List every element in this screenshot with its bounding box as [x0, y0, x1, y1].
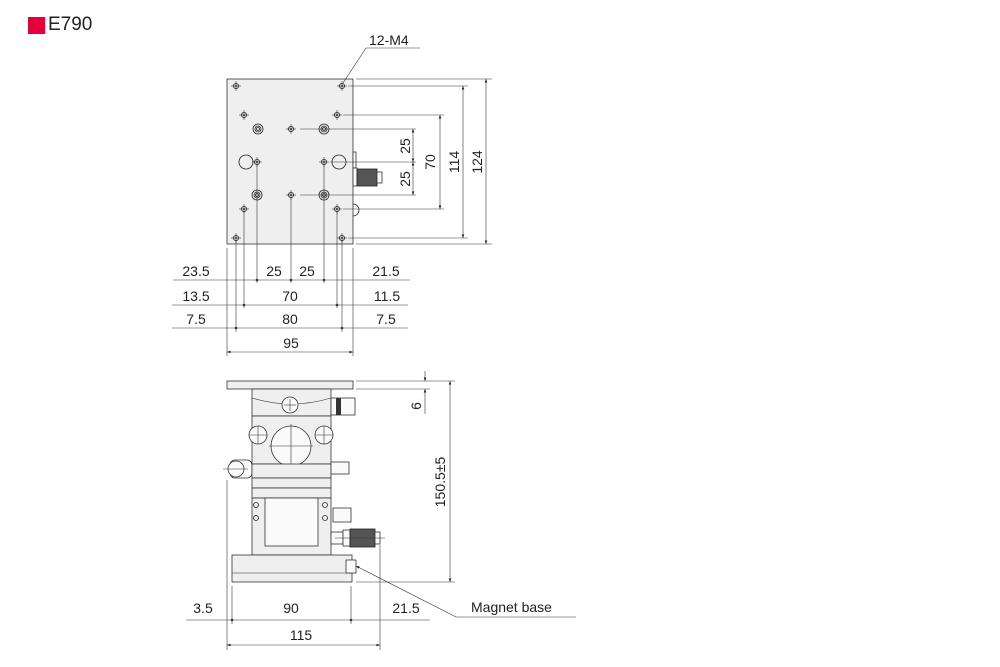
dim-25-a: 25 — [266, 263, 282, 279]
top-view: 12-M4 25 25 70 114 124 — [172, 32, 492, 356]
dim-90: 90 — [283, 600, 299, 616]
magnet-base — [231, 554, 353, 583]
front-view: 6 150.5±5 3.5 90 21.5 115 Magnet base — [186, 371, 576, 650]
dim-25-lower: 25 — [397, 171, 413, 187]
dim-7-5-right: 7.5 — [376, 311, 396, 327]
dim-7-5-left: 7.5 — [186, 311, 206, 327]
micrometer-knob-front — [330, 528, 385, 548]
dim-13-5: 13.5 — [182, 288, 209, 304]
magnet-base-callout: Magnet base — [471, 599, 552, 615]
dim-23-5: 23.5 — [182, 263, 209, 279]
dim-115: 115 — [290, 627, 313, 643]
dim-70-horizontal: 70 — [282, 288, 298, 304]
dim-25-b: 25 — [299, 263, 315, 279]
dim-114: 114 — [446, 151, 462, 174]
stage-top-plate — [226, 380, 354, 390]
dim-6: 6 — [408, 402, 424, 410]
hole-callout: 12-M4 — [369, 32, 409, 48]
top-plate — [226, 78, 354, 245]
model-number: E790 — [48, 14, 93, 35]
dim-70-vertical: 70 — [422, 154, 438, 170]
dim-21-5: 21.5 — [372, 263, 399, 279]
dim-height: 150.5±5 — [432, 457, 448, 508]
dim-11-5: 11.5 — [374, 288, 400, 304]
dim-25-upper: 25 — [397, 138, 413, 154]
title-marker — [28, 16, 45, 34]
dim-95: 95 — [283, 335, 299, 351]
magnet-switch — [345, 559, 357, 574]
micrometer-knob — [352, 151, 383, 217]
dim-3-5: 3.5 — [193, 600, 213, 616]
dim-80: 80 — [282, 311, 298, 327]
dim-21-5-front: 21.5 — [392, 600, 419, 616]
dim-124: 124 — [469, 150, 485, 174]
drawing-title: E790 — [28, 14, 92, 36]
